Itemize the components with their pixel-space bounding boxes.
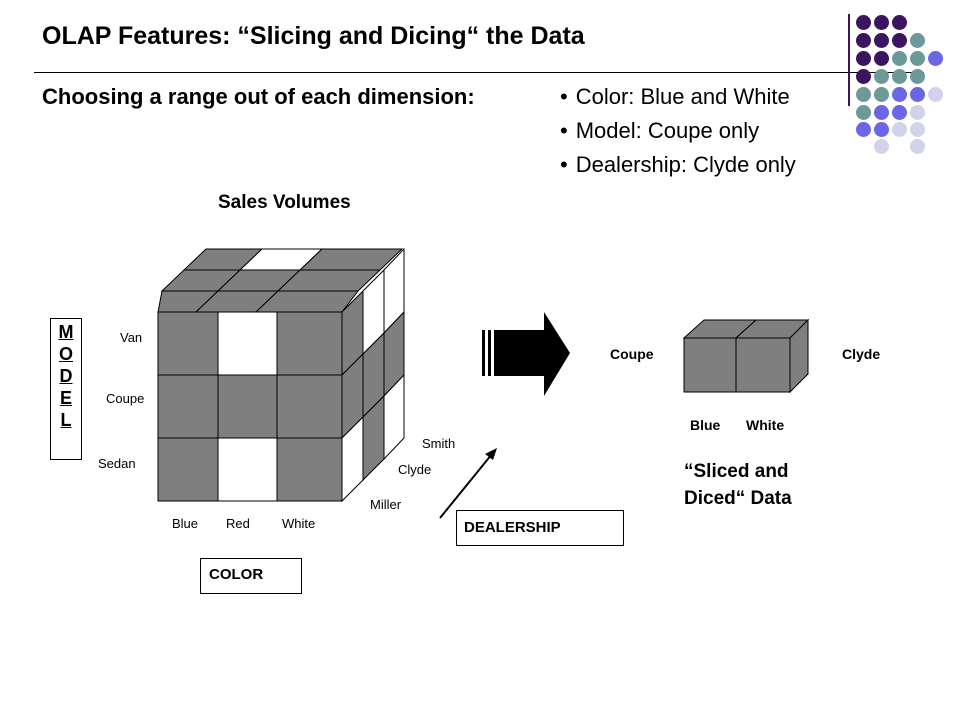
model-label-van: Van: [120, 330, 143, 345]
cube-front-cell: [276, 311, 343, 376]
slide-subtitle: Choosing a range out of each dimension:: [42, 84, 475, 109]
color-axis-box: COLOR: [200, 558, 302, 594]
result-caption-line2: Diced“ Data: [684, 488, 792, 509]
dealer-label-smith: Smith: [422, 436, 456, 451]
sliced-cube: [682, 318, 810, 394]
model-axis-letter: M: [58, 322, 74, 342]
slide-title: OLAP Features: “Slicing and Dicing“ the …: [42, 22, 585, 50]
criteria-dealership: Dealership: Clyde only: [560, 148, 796, 182]
color-label-red: Red: [226, 516, 250, 531]
decorative-dot-grid: [0, 0, 960, 160]
cube-front-cell: [217, 374, 278, 439]
cube-front-cell: [157, 374, 219, 439]
result-color-white: White: [746, 417, 785, 433]
cube-front-cell: [276, 437, 343, 502]
criteria-color: Color: Blue and White: [560, 80, 796, 114]
cube-side-cell: [383, 373, 405, 461]
dealer-label-clyde: Clyde: [398, 462, 432, 477]
model-axis-letter: L: [60, 410, 72, 430]
model-axis-box: M O D E L: [50, 318, 82, 460]
model-label-coupe: Coupe: [106, 391, 145, 406]
dealership-axis-box: DEALERSHIP: [456, 510, 624, 546]
result-dealer-label: Clyde: [842, 346, 881, 362]
dealership-arrow: [439, 448, 497, 519]
cube-front-cell: [217, 437, 278, 502]
model-axis-letter: O: [58, 344, 73, 364]
dealership-axis-label: DEALERSHIP: [464, 519, 561, 536]
cube-front-cell: [217, 311, 278, 376]
color-label-blue: Blue: [172, 516, 199, 531]
title-divider: [34, 72, 924, 73]
color-axis-label: COLOR: [209, 566, 264, 583]
model-axis-letter: E: [59, 388, 72, 408]
cube-front-cell: [157, 437, 219, 502]
model-axis-letter: D: [59, 366, 73, 386]
criteria-model: Model: Coupe only: [560, 114, 796, 148]
color-label-white: White: [282, 516, 316, 531]
sliced-front-cell: [683, 337, 737, 393]
result-model-label: Coupe: [610, 346, 654, 362]
dealer-label-miller: Miller: [370, 497, 402, 512]
sliced-front-cell: [735, 337, 791, 393]
model-label-sedan: Sedan: [98, 456, 136, 471]
decorative-vertical-line: [848, 14, 850, 106]
data-cube: [157, 247, 405, 503]
criteria-list: Color: Blue and White Model: Coupe only …: [560, 80, 796, 182]
transform-arrow: [482, 312, 570, 396]
result-caption: “Sliced and Diced“ Data: [684, 458, 792, 512]
cube-front-cell: [276, 374, 343, 439]
result-caption-line1: “Sliced and: [684, 461, 789, 482]
cube-front-cell: [157, 311, 219, 376]
result-color-blue: Blue: [690, 417, 721, 433]
cube-caption: Sales Volumes: [218, 192, 351, 213]
